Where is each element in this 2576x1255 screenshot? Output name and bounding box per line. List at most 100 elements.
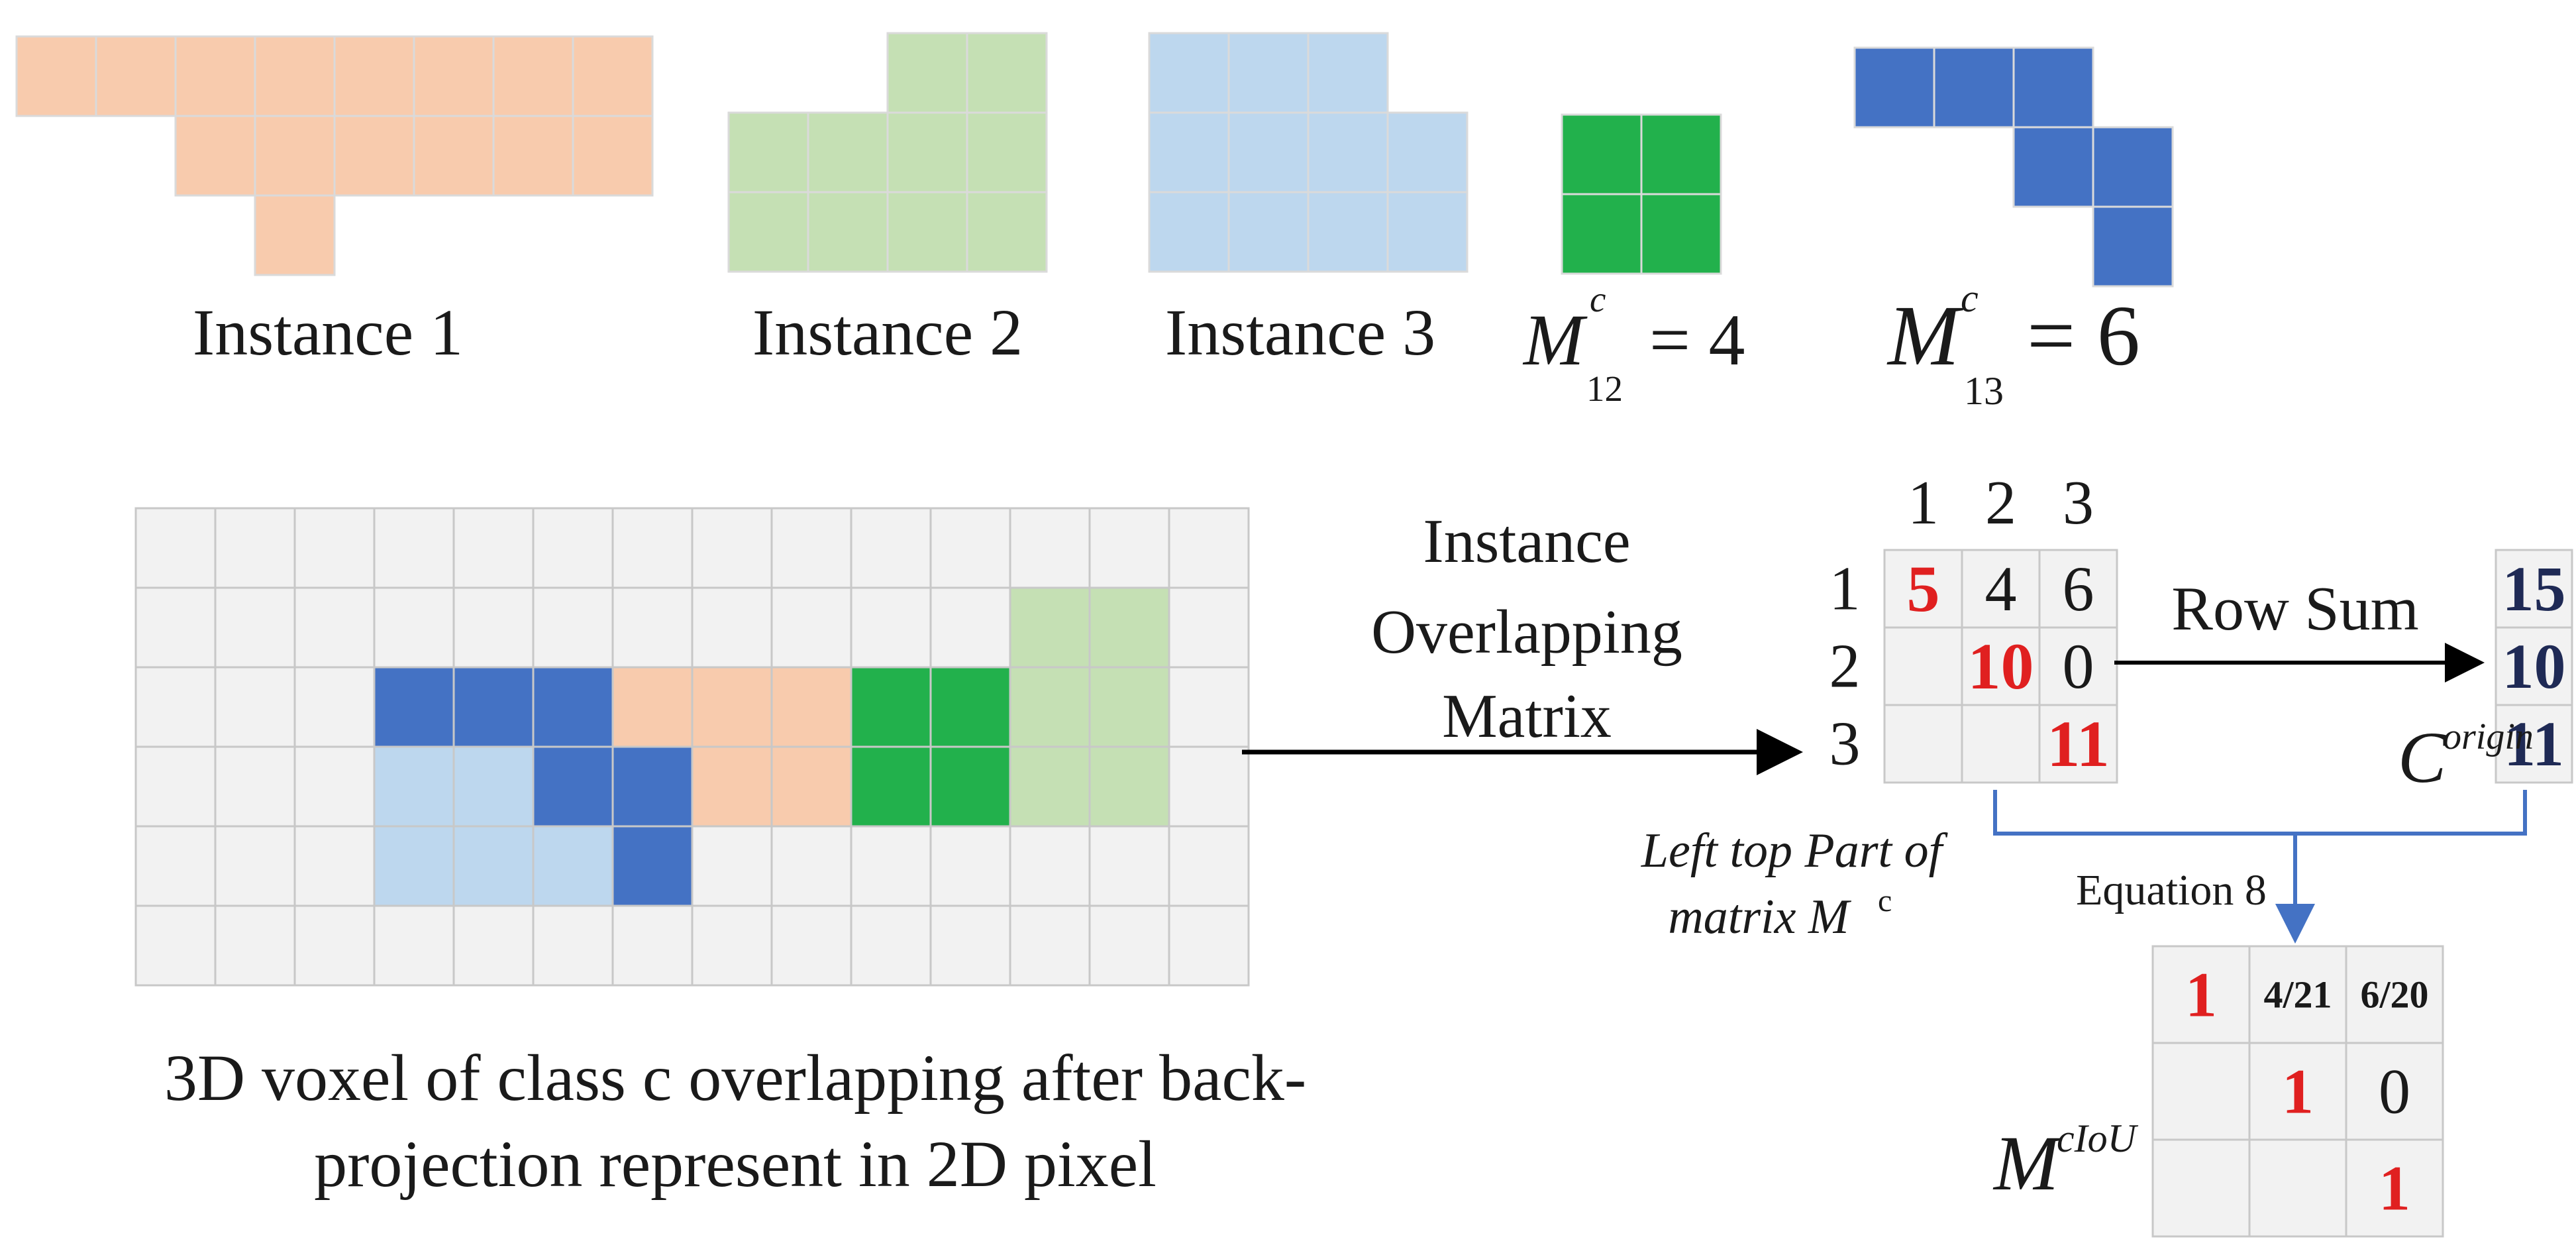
- pixel-cell: [850, 745, 932, 828]
- instance-1-cell: [174, 35, 256, 117]
- pixel-cell: [611, 507, 694, 589]
- m13-superscript: c: [1961, 276, 1979, 320]
- instance-1-cell: [254, 35, 336, 117]
- instance-1-cell: [572, 115, 654, 197]
- matrix-row-header: 2: [1829, 632, 1861, 701]
- overlap-13-cell: [1933, 46, 2015, 129]
- matrix-value: 10: [1968, 629, 2034, 703]
- instance-3-cell: [1148, 191, 1230, 273]
- instance-2-cell: [886, 32, 968, 114]
- pixel-cell: [134, 666, 217, 748]
- pixel-cell: [1088, 745, 1170, 828]
- pixel-cell: [134, 586, 217, 669]
- pixel-cell: [850, 904, 932, 987]
- matrix-row-header: 1: [1829, 555, 1861, 624]
- instance-2-label: Instance 2: [752, 296, 1023, 369]
- mciou-symbol: M: [1992, 1120, 2063, 1207]
- matrix-col-header: 2: [1985, 468, 2016, 537]
- pixel-cell: [532, 586, 614, 669]
- pixel-cell: [452, 904, 535, 987]
- instance-2-cell: [727, 191, 809, 273]
- pixel-cell: [373, 507, 455, 589]
- instance-2-cell: [886, 191, 968, 273]
- row-sum-value: 10: [2502, 631, 2566, 702]
- pixel-cell: [850, 507, 932, 589]
- pixel-cell: [691, 666, 773, 748]
- matrix-row-header: 3: [1829, 710, 1861, 779]
- overlap-13-cell: [2092, 205, 2174, 288]
- matrix-cell: [1961, 704, 2041, 784]
- instance-3-cell: [1386, 191, 1468, 273]
- pixel-cell: [691, 586, 773, 669]
- pixel-cell: [293, 825, 376, 907]
- pixel-cell: [214, 666, 296, 748]
- left-top-line-1: Left top Part of: [1641, 824, 1949, 878]
- pixel-cell: [373, 586, 455, 669]
- pixel-cell: [611, 666, 694, 748]
- instance-3-cell: [1307, 32, 1389, 114]
- left-top-part-label: Left top Part of matrix M c: [1641, 824, 1949, 944]
- pixel-cell: [929, 666, 1011, 748]
- instance-3-cell: [1148, 32, 1230, 114]
- overlap-13-shape: [1853, 46, 2174, 288]
- ciou-cell: [2248, 945, 2347, 1044]
- pixel-cell: [850, 825, 932, 907]
- row-sum-cell: [2495, 704, 2573, 784]
- row-sum-value: 15: [2502, 553, 2566, 624]
- m12-formula: M c 12 = 4: [1522, 279, 1745, 409]
- ciou-value: 1: [2282, 1056, 2314, 1127]
- pixel-cell: [293, 507, 376, 589]
- instance-2-cell: [727, 111, 809, 193]
- pixel-cell: [293, 904, 376, 987]
- m12-symbol: M: [1522, 300, 1588, 380]
- matrix-cell: [2038, 704, 2118, 784]
- matrix-value: 0: [2063, 631, 2094, 702]
- pixel-cell: [532, 507, 614, 589]
- instance-3-cell: [1227, 111, 1310, 193]
- overlap-13-cell: [2012, 46, 2094, 129]
- ciou-cell: [2345, 1042, 2444, 1141]
- m12-subscript: 12: [1586, 368, 1623, 409]
- pixel-cell: [770, 507, 852, 589]
- instance-3-cell: [1227, 32, 1310, 114]
- pixel-cell: [1168, 666, 1250, 748]
- pixel-cell: [1009, 666, 1091, 748]
- overlap-12-cell: [1561, 193, 1643, 275]
- pixel-cell: [373, 825, 455, 907]
- row-sum-label: Row Sum: [2171, 574, 2418, 643]
- ciou-cell: [2248, 1138, 2347, 1238]
- pixel-cell: [1088, 904, 1170, 987]
- instance-1-cell: [333, 115, 415, 197]
- pixel-cell: [452, 666, 535, 748]
- instance-3-cell: [1386, 111, 1468, 193]
- instance-1-cell: [492, 35, 574, 117]
- arrow-label-line-3: Matrix: [1442, 682, 1612, 751]
- pixel-cell: [1088, 825, 1170, 907]
- row-sum-value: 11: [2504, 708, 2564, 779]
- pixel-cell: [770, 745, 852, 828]
- pixel-cell: [214, 825, 296, 907]
- pixel-cell: [214, 507, 296, 589]
- corigin-symbol: C: [2398, 717, 2447, 798]
- instance-2-shape: [727, 32, 1048, 273]
- overlap-12-cell: [1640, 193, 1722, 275]
- pixel-cell: [929, 586, 1011, 669]
- pixel-cell: [1088, 666, 1170, 748]
- pixel-cell: [1168, 745, 1250, 828]
- ciou-value: 0: [2379, 1056, 2410, 1127]
- instance-1-label: Instance 1: [193, 296, 463, 369]
- ciou-cell: [2248, 1042, 2347, 1141]
- equation-label: Equation 8: [2076, 866, 2267, 914]
- instance-2-cell: [807, 191, 889, 273]
- instance-2-cell: [886, 111, 968, 193]
- pixel-cell: [214, 586, 296, 669]
- instance-3-cell: [1227, 191, 1310, 273]
- pixel-cell: [134, 507, 217, 589]
- pixel-cell: [532, 904, 614, 987]
- corigin-formula: C origin: [2398, 716, 2534, 798]
- m12-value: = 4: [1649, 300, 1745, 380]
- pixel-cell: [850, 666, 932, 748]
